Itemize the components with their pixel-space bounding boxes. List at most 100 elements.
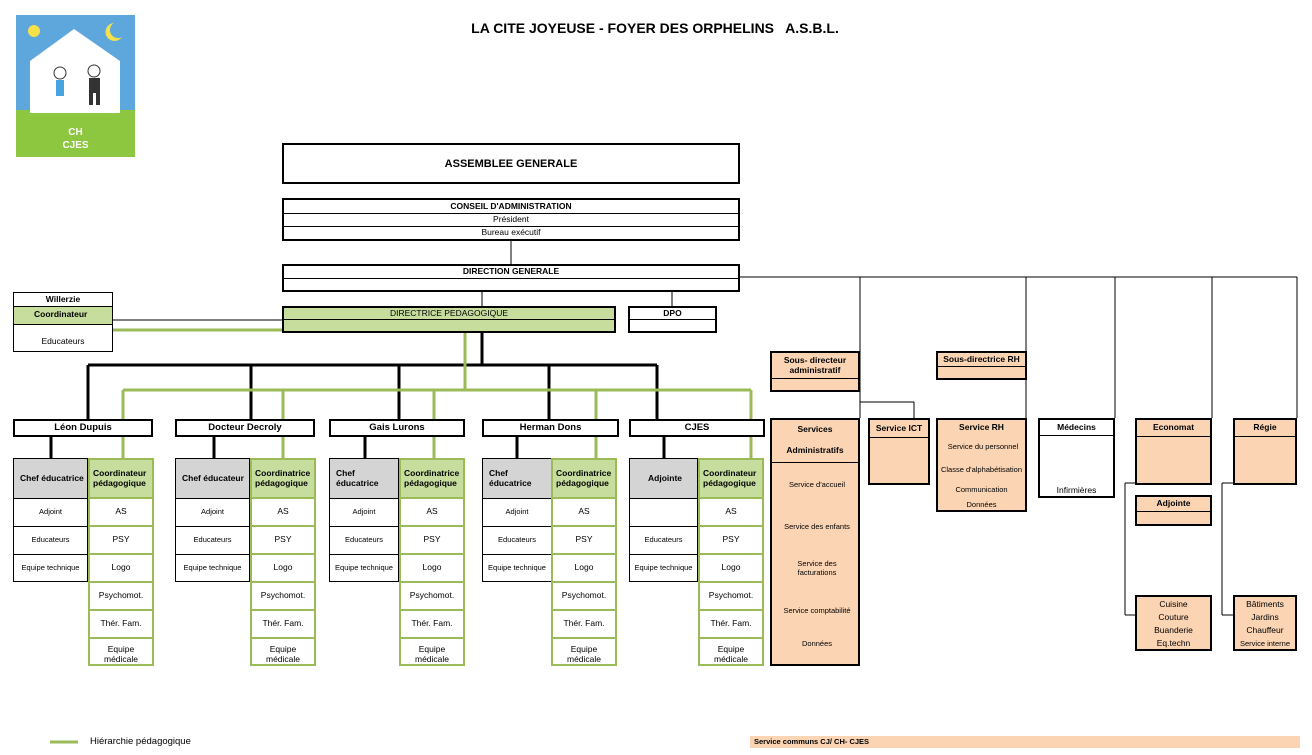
legend-label: Hiérarchie pédagogique [90,736,191,747]
economat-cuisine: Cuisine [1159,599,1188,610]
services-item-enfants: Service des enfants [784,521,850,531]
service-rh-alphabetisation: Classe d'alphabétisation [940,464,1023,474]
medecins-infirmieres: Infirmières [1056,485,1097,496]
services-title-2: Administratifs [786,445,844,456]
unit-psychomot: Psychomot. [90,581,152,609]
service-ict-label: Service ICT [870,420,928,438]
unit-educateurs: Educateurs [330,526,398,554]
unit-equipe-technique: Equipe technique [630,554,697,582]
services-item-donnees: Données [801,638,833,648]
unit-header: Léon Dupuis [13,419,153,437]
unit-psychomot: Psychomot. [553,581,615,609]
logo: CH CJES [16,15,135,157]
unit-coordinator: Coordinatrice pédagogique [401,460,463,497]
unit-ther-fam: Thér. Fam. [700,609,762,637]
unit-equipe-medicale: Equipe médicale [252,637,314,670]
unit-chef: Chef éducatrice [330,459,398,498]
unit-coordinator: Coordinatrice pédagogique [252,460,314,497]
unit-coordinator: Coordinateur pédagogique [90,460,152,497]
dpo-box: DPO [628,306,717,333]
regie-jardins: Jardins [1251,612,1279,623]
logo-text-ch: CH [68,127,83,138]
unit-as: AS [700,497,762,525]
economat-couture: Couture [1158,612,1189,623]
unit-ther-fam: Thér. Fam. [401,609,463,637]
footer-bar: Service communs CJ/ CH- CJES [750,736,1300,748]
willerzie-box: Willerzie Coordinateur Educateurs [13,292,113,352]
dpo-label: DPO [630,308,715,320]
service-rh-personnel: Service du personnel [947,441,1019,451]
unit-logo: Logo [553,553,615,581]
willerzie-coordinateur: Coordinateur [14,306,112,325]
economat-eqtechn: Eq.techn [1156,638,1191,649]
unit-coordinator: Coordinateur pédagogique [700,460,762,497]
unit-equipe-medicale: Equipe médicale [700,637,762,670]
conseil-administration: CONSEIL D'ADMINISTRATION Président Burea… [282,198,740,241]
economat-adjointe: Adjointe [1135,495,1212,526]
unit-psychomot: Psychomot. [252,581,314,609]
conseil-president: Président [284,214,738,227]
services-item-accueil: Service d'accueil [788,479,846,489]
medecins-title: Médecins [1040,420,1113,436]
unit-as: AS [553,497,615,525]
unit-logo: Logo [401,553,463,581]
unit-ther-fam: Thér. Fam. [252,609,314,637]
services-administratifs: Services Administratifs Service d'accuei… [770,418,860,666]
unit-header: Docteur Decroly [175,419,315,437]
regie-batiments: Bâtiments [1246,599,1284,610]
direction-label: DIRECTION GENERALE [284,266,738,279]
unit-as: AS [252,497,314,525]
economat-title: Economat [1137,420,1210,437]
unit-educateurs: Educateurs [176,526,249,554]
economat-buanderie: Buanderie [1154,625,1193,636]
unit-equipe-technique: Equipe technique [330,554,398,582]
assemblee-label: ASSEMBLEE GENERALE [444,157,578,170]
page-title: LA CITE JOYEUSE - FOYER DES ORPHELINS A.… [471,20,839,36]
directrice-pedagogique: DIRECTRICE PEDAGOGIQUE [282,306,616,333]
unit-educateurs: Educateurs [630,526,697,554]
unit-psy: PSY [553,525,615,553]
service-ict: Service ICT [868,418,930,485]
unit-adjoint: Adjoint [14,498,87,526]
unit-as: AS [90,497,152,525]
unit-educateurs: Educateurs [483,526,551,554]
unit-adjoint [630,498,697,526]
unit-chef: Chef éducatrice [483,459,551,498]
economat-box: Economat [1135,418,1212,485]
service-rh-communication: Communication [955,484,1008,494]
unit-ther-fam: Thér. Fam. [553,609,615,637]
services-title-1: Services [797,424,833,435]
unit-psy: PSY [90,525,152,553]
services-item-facturations: Service des facturations [797,559,837,577]
unit-chef: Chef éducatrice [14,459,87,498]
unit-adjoint: Adjoint [483,498,551,526]
unit-ther-fam: Thér. Fam. [90,609,152,637]
unit-psychomot: Psychomot. [401,581,463,609]
service-rh-donnees: Données [966,499,997,509]
unit-logo: Logo [252,553,314,581]
regie-title: Régie [1235,420,1295,437]
economat-services: Cuisine Couture Buanderie Eq.techn [1135,595,1212,651]
willerzie-educateurs: Educateurs [41,336,85,347]
unit-equipe-medicale: Equipe médicale [553,637,615,670]
unit-equipe-medicale: Equipe médicale [401,637,463,670]
unit-equipe-technique: Equipe technique [176,554,249,582]
logo-text-cjes: CJES [62,140,89,151]
unit-psychomot: Psychomot. [700,581,762,609]
services-item-comptabilite: Service comptabilité [783,605,851,615]
regie-chauffeur: Chauffeur [1246,625,1284,636]
unit-logo: Logo [700,553,762,581]
unit-equipe-technique: Equipe technique [14,554,87,582]
unit-chef: Chef éducateur [176,459,249,498]
medecins-box: Médecins Infirmières [1038,418,1115,498]
direction-generale: DIRECTION GENERALE [282,264,740,292]
unit-header: CJES [629,419,765,437]
unit-chef: Adjointe [630,459,697,498]
